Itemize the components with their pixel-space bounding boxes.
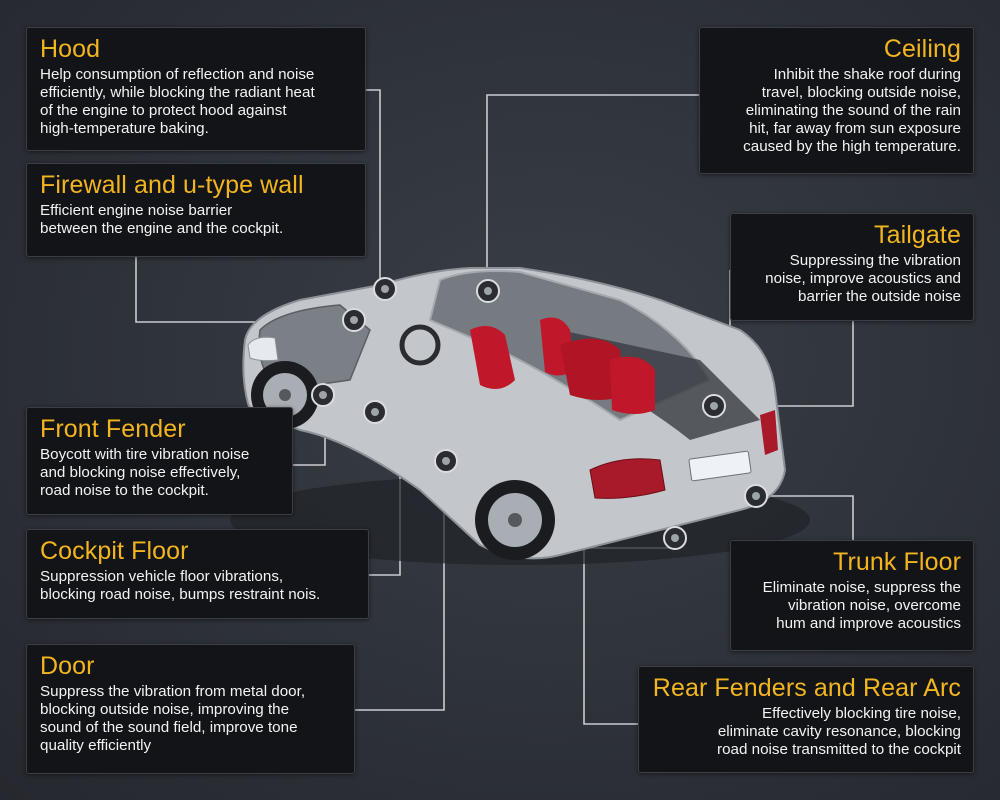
card-title: Cockpit Floor: [40, 537, 189, 565]
rear-seat: [560, 338, 625, 400]
card-title: Tailgate: [874, 221, 961, 249]
taillight-right: [760, 410, 778, 455]
card-front-fender: Front Fender Boycott with tire vibration…: [26, 407, 293, 515]
card-title: Hood: [40, 35, 101, 63]
card-title: Ceiling: [883, 35, 961, 63]
card-description: Inhibit the shake roof during travel, bl…: [743, 66, 961, 155]
card-trunk-floor: Trunk Floor Eliminate noise, suppress th…: [730, 540, 974, 651]
card-door: Door Suppress the vibration from metal d…: [26, 644, 355, 774]
card-description: Eliminate noise, suppress the vibration …: [762, 579, 961, 632]
card-title: Rear Fenders and Rear Arc: [652, 674, 961, 702]
taillight: [589, 458, 666, 499]
card-description: Help consumption of reflection and noise…: [40, 66, 315, 137]
card-title: Door: [40, 652, 95, 680]
connector-hood: [365, 89, 381, 288]
card-title: Trunk Floor: [833, 548, 961, 576]
connector-ceiling: [486, 94, 699, 290]
headlight: [247, 336, 279, 362]
card-hood: Hood Help consumption of reflection and …: [26, 27, 366, 151]
card-title: Front Fender: [40, 415, 186, 443]
card-firewall: Firewall and u-type wall Efficient engin…: [26, 163, 366, 257]
card-description: Effectively blocking tire noise, elimina…: [717, 705, 961, 758]
card-cockpit-floor: Cockpit Floor Suppression vehicle floor …: [26, 529, 369, 619]
card-description: Suppress the vibration from metal door, …: [40, 683, 306, 754]
steering-wheel: [399, 324, 441, 366]
card-title: Firewall and u-type wall: [40, 171, 304, 199]
card-description: Efficient engine noise barrier between t…: [40, 202, 284, 237]
rear-wheel: [475, 480, 555, 560]
connector-trunk-floor: [758, 495, 854, 540]
card-description: Suppressing the vibration noise, improve…: [765, 252, 961, 305]
front-seat: [470, 326, 515, 389]
card-description: Suppression vehicle floor vibrations, bl…: [40, 568, 321, 603]
rear-seat-2: [610, 356, 655, 414]
card-rear-fenders: Rear Fenders and Rear Arc Effectively bl…: [638, 666, 974, 773]
card-tailgate: Tailgate Suppressing the vibration noise…: [730, 213, 974, 321]
card-description: Boycott with tire vibration noise and bl…: [40, 446, 250, 499]
card-ceiling: Ceiling Inhibit the shake roof during tr…: [699, 27, 974, 174]
license-plate: [688, 450, 752, 482]
